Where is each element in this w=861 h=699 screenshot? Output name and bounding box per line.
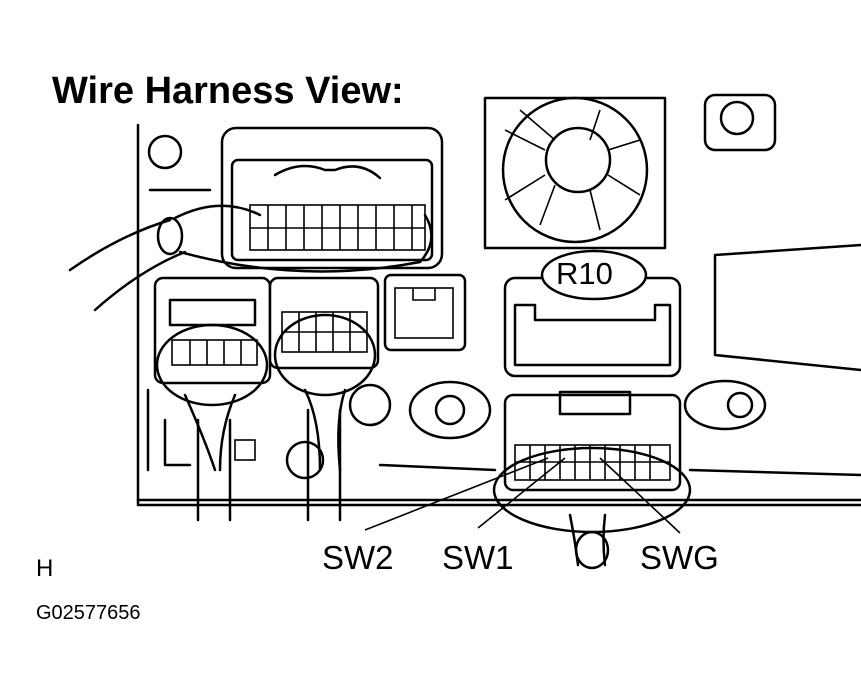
switch-connector xyxy=(492,390,692,570)
view-letter: H xyxy=(36,555,54,582)
terminal-label-sw2: SW2 xyxy=(322,539,394,576)
fan-module xyxy=(483,96,667,250)
small-socket xyxy=(383,273,467,352)
connector-label: R10 xyxy=(556,256,613,291)
mounting-bosses xyxy=(408,379,767,440)
lower-cables xyxy=(146,383,392,522)
middle-lower-connector xyxy=(268,276,380,472)
left-lower-connector xyxy=(153,276,272,472)
diagram-title: Wire Harness View: xyxy=(52,70,404,112)
figure-code: G02577656 xyxy=(36,602,141,624)
r10-connector xyxy=(503,249,682,378)
left-cable xyxy=(68,204,433,312)
terminal-label-swg: SWG xyxy=(640,539,719,576)
terminal-label-sw1: SW1 xyxy=(442,539,514,576)
panel-outline xyxy=(136,93,861,507)
leader-lines xyxy=(364,457,681,534)
upper-connector xyxy=(220,126,444,270)
